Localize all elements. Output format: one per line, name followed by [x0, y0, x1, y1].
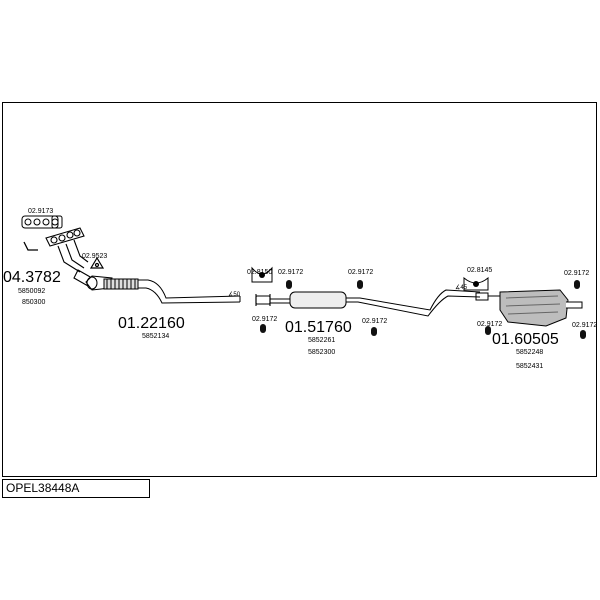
diagram-title: OPEL38448A: [2, 479, 150, 498]
label-rubber-b: 02.9172: [252, 316, 277, 323]
label-front-pipe: 01.22160: [118, 315, 185, 332]
label-catalyst: 04.3782: [3, 269, 61, 286]
clamp-front-icon[interactable]: [255, 294, 271, 306]
rubber-d-icon[interactable]: [371, 327, 377, 336]
gasket-triangle-icon[interactable]: [89, 256, 105, 269]
label-manifold-clip: 02.9173: [28, 208, 53, 215]
label-catalyst-oe2: 850300: [22, 299, 45, 306]
rubber-f-icon[interactable]: [485, 326, 491, 335]
label-catalyst-oe1: 5850092: [18, 288, 45, 295]
rubber-c-icon[interactable]: [357, 280, 363, 289]
label-middle-oe2: 5852300: [308, 349, 335, 356]
label-rear: 01.60505: [492, 331, 559, 348]
label-angle-45: ∡45: [455, 285, 468, 291]
label-rubber-d: 02.9172: [362, 318, 387, 325]
label-rubber-g: 02.9172: [572, 322, 597, 329]
label-rubber-e: 02.9172: [564, 270, 589, 277]
label-middle: 01.51760: [285, 319, 352, 336]
rubber-g-icon[interactable]: [580, 330, 586, 339]
label-front-pipe-oe: 5852134: [142, 333, 169, 340]
middle-silencer-icon[interactable]: [270, 289, 481, 317]
hanger-a-icon[interactable]: [251, 266, 273, 283]
label-manifold-gasket: 02.9523: [82, 253, 107, 260]
label-rubber-a: 02.9172: [278, 269, 303, 276]
diagram-frame: [2, 102, 597, 477]
label-rubber-c: 02.9172: [348, 269, 373, 276]
label-rear-oe2: 5852431: [516, 363, 543, 370]
rubber-e-icon[interactable]: [574, 280, 580, 289]
rubber-a-icon[interactable]: [286, 280, 292, 289]
rubber-b-icon[interactable]: [260, 324, 266, 333]
label-rear-oe1: 5852248: [516, 349, 543, 356]
bolt-icon[interactable]: [23, 241, 38, 251]
front-pipe-icon[interactable]: [138, 279, 241, 304]
label-middle-oe1: 5852261: [308, 337, 335, 344]
label-angle-50: ∡50: [228, 292, 241, 298]
label-clamp-front: 02.8150: [247, 269, 272, 276]
manifold-gasket-icon[interactable]: [21, 215, 63, 229]
label-rubber-f: 02.9172: [477, 321, 502, 328]
label-clamp-rear: 02.8145: [467, 267, 492, 274]
rear-silencer-icon[interactable]: [488, 289, 583, 327]
catalyst-icon[interactable]: [85, 275, 139, 291]
